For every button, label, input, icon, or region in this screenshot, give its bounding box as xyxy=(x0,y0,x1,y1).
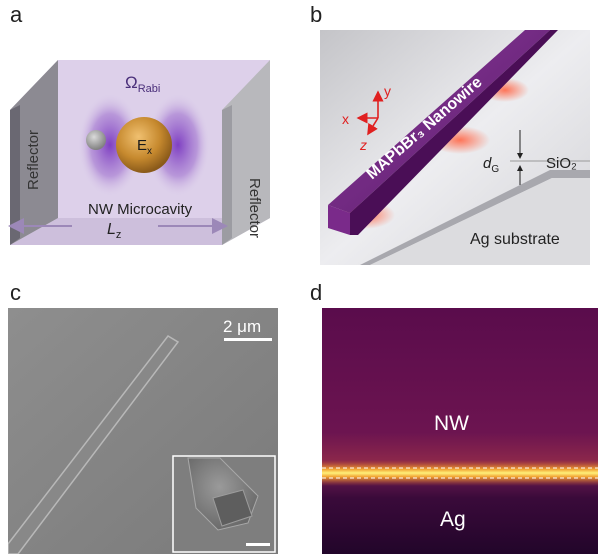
scale-bar-label: 2 μm xyxy=(223,317,261,336)
rabi-mode-left-lobe xyxy=(78,93,142,197)
nanowire-region xyxy=(322,308,598,474)
right-reflector-label: Reflector xyxy=(246,178,263,238)
panel-b-nanowire-schematic: MAPbBr₃ Nanowire y x z dG SiO₂ Ag substr… xyxy=(320,30,590,265)
rabi-mode-right-lobe xyxy=(146,93,210,197)
panel-d-field-map: NW Ag xyxy=(322,308,598,554)
panel-letter-a: a xyxy=(10,2,23,27)
panel-c-sem-image: 2 μm xyxy=(8,308,278,554)
right-reflector xyxy=(222,60,270,245)
z-axis-arrow xyxy=(367,117,379,136)
gap-label: dG xyxy=(483,155,499,175)
inset-scale-bar xyxy=(246,543,270,546)
small-particle xyxy=(86,130,106,150)
axis-z-label: z xyxy=(359,137,367,153)
axis-x-label: x xyxy=(342,111,349,127)
nw-region-label: NW xyxy=(434,412,469,435)
spacer-label: SiO₂ xyxy=(546,155,577,172)
ag-substrate-surface xyxy=(370,178,590,265)
gap-field-hotspot xyxy=(322,460,598,486)
ag-region-label: Ag xyxy=(440,508,466,531)
cavity-floor xyxy=(10,218,270,245)
left-reflector xyxy=(10,60,58,245)
left-reflector-label: Reflector xyxy=(25,130,42,190)
length-label: Lz xyxy=(107,221,121,241)
sem-nanowire xyxy=(8,335,180,554)
silver-region xyxy=(322,474,598,554)
substrate-edge xyxy=(360,170,590,265)
exciton-label: Ex xyxy=(137,137,152,157)
scale-bar xyxy=(224,338,272,341)
rabi-label: ΩRabi xyxy=(125,73,160,95)
panel-a-cavity-schematic: Reflector Reflector ΩRabi Ex NW Microcav… xyxy=(8,60,270,245)
exciton-sphere xyxy=(116,117,172,173)
panel-letter-b: b xyxy=(310,2,323,27)
panel-letter-d: d xyxy=(310,280,323,305)
nanowire-top-face xyxy=(328,30,550,213)
nanowire-side-face xyxy=(350,30,558,235)
panel-letter-c: c xyxy=(10,280,21,305)
nanowire-end-face xyxy=(328,205,350,235)
substrate-label: Ag substrate xyxy=(470,231,560,248)
axis-y-label: y xyxy=(384,83,391,99)
cavity-label: NW Microcavity xyxy=(88,201,193,218)
